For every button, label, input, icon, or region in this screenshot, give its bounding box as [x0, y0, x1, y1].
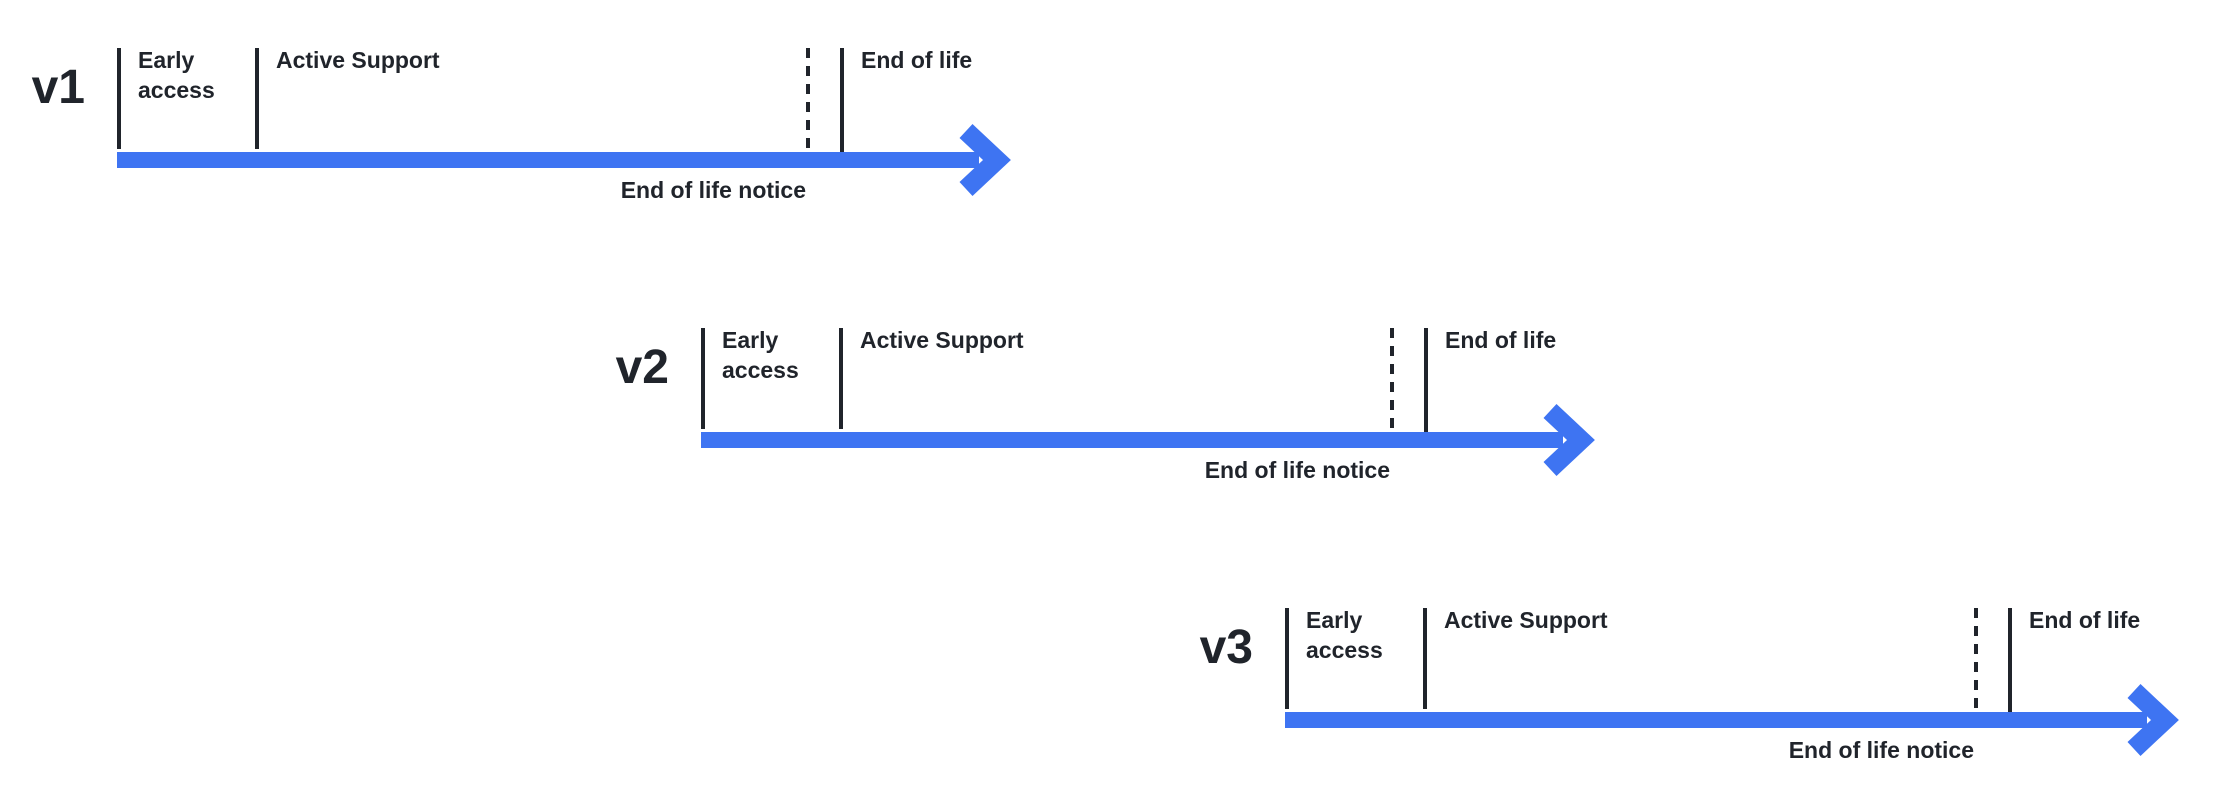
eol-notice-label: End of life notice: [1788, 737, 1974, 763]
version-label-v3: v3: [1199, 621, 1253, 674]
timeline-arrow: [701, 404, 1595, 476]
early-access-label: Early access: [1306, 607, 1383, 663]
version-label-v1: v1: [31, 61, 85, 114]
timeline-bar: [117, 152, 979, 168]
version-label-v2: v2: [615, 341, 669, 394]
timeline-arrow: [1285, 684, 2179, 756]
early-access-label: Early access: [138, 47, 215, 103]
early-access-tick: [1285, 608, 1289, 709]
arrowhead-icon: [1543, 404, 1595, 476]
end-of-life-tick: [1424, 328, 1428, 432]
active-support-label: Active Support: [276, 47, 440, 73]
early-access-tick: [701, 328, 705, 429]
timeline-bar: [1285, 712, 2147, 728]
end-of-life-label: End of life: [1445, 327, 1557, 353]
end-of-life-tick: [840, 48, 844, 152]
eol-notice-dashed-line: [1974, 608, 1978, 708]
timeline-v2: v2 Early access Active Support End of li…: [584, 280, 1684, 530]
active-support-tick: [839, 328, 843, 429]
early-access-tick: [117, 48, 121, 149]
timeline-v1: v1 Early access Active Support End of li…: [0, 0, 1100, 250]
arrowhead-icon: [959, 124, 1011, 196]
active-support-tick: [255, 48, 259, 149]
eol-notice-dashed-line: [806, 48, 810, 148]
arrowhead-icon: [2127, 684, 2179, 756]
active-support-label: Active Support: [860, 327, 1024, 353]
timeline-bar: [701, 432, 1563, 448]
eol-notice-label: End of life notice: [1204, 457, 1390, 483]
timeline-arrow: [117, 124, 1011, 196]
early-access-label: Early access: [722, 327, 799, 383]
end-of-life-label: End of life: [2029, 607, 2141, 633]
active-support-tick: [1423, 608, 1427, 709]
active-support-label: Active Support: [1444, 607, 1608, 633]
timeline-v3: v3 Early access Active Support End of li…: [1168, 560, 2228, 810]
end-of-life-label: End of life: [861, 47, 973, 73]
end-of-life-tick: [2008, 608, 2012, 712]
eol-notice-label: End of life notice: [620, 177, 806, 203]
eol-notice-dashed-line: [1390, 328, 1394, 428]
